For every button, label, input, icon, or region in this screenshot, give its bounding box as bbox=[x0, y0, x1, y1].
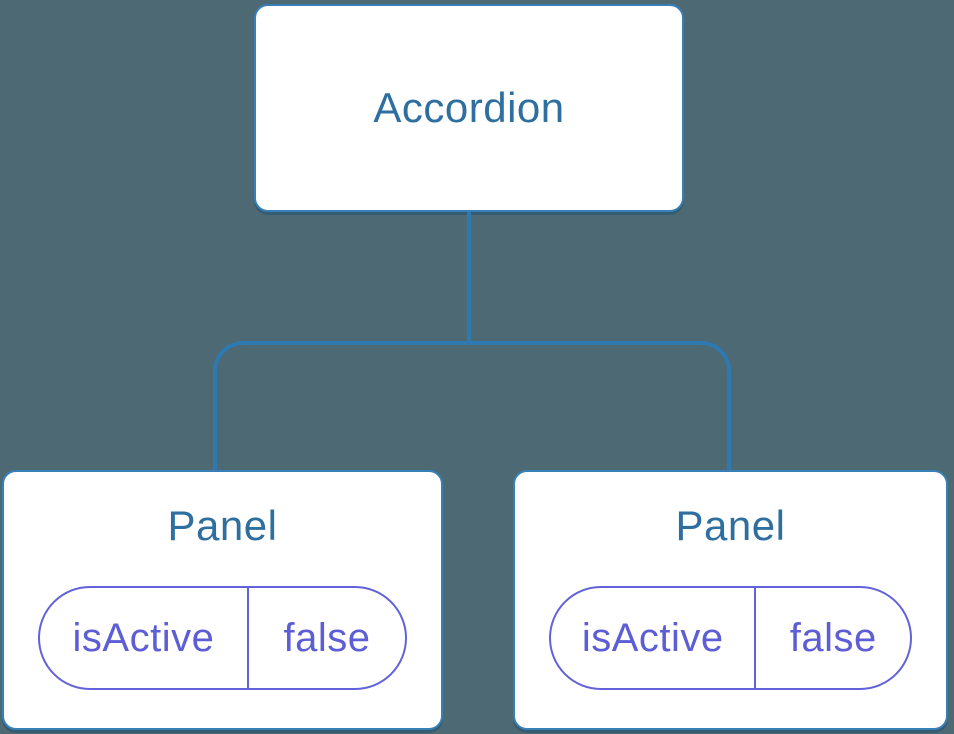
state-name: isActive bbox=[40, 588, 249, 689]
panel-node-label: Panel bbox=[675, 502, 786, 549]
state-pill: isActive false bbox=[549, 586, 912, 691]
state-value: false bbox=[283, 615, 371, 660]
node-accordion: Accordion bbox=[254, 4, 684, 212]
accordion-node-label: Accordion bbox=[373, 83, 565, 131]
node-panel-right: Panel isActive false bbox=[513, 470, 948, 730]
panel-node-label: Panel bbox=[167, 502, 278, 549]
edge-root-stem bbox=[467, 212, 471, 345]
edge-branch-bracket bbox=[213, 341, 731, 472]
node-panel-left: Panel isActive false bbox=[2, 470, 443, 730]
state-pill: isActive false bbox=[38, 586, 407, 691]
state-name: isActive bbox=[551, 588, 757, 689]
state-value: false bbox=[789, 615, 877, 660]
